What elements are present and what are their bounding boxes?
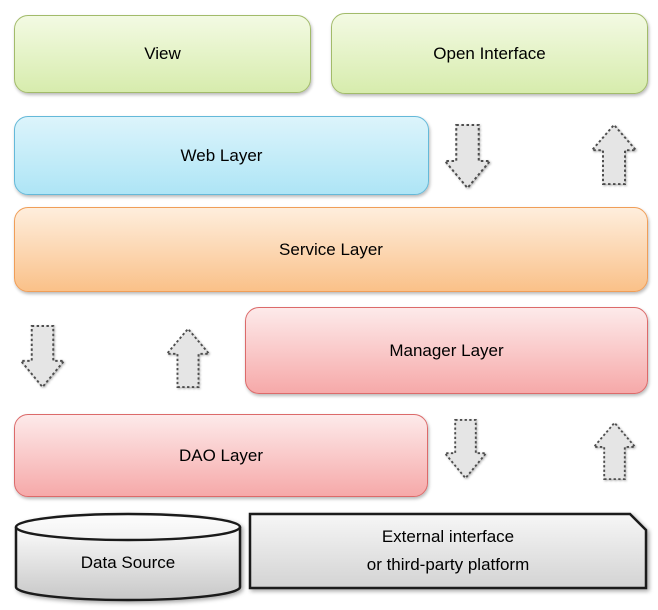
manager-layer-label: Manager Layer xyxy=(389,340,504,360)
open-interface-label: Open Interface xyxy=(433,43,546,63)
external-interface-box: External interface or third-party platfo… xyxy=(248,512,648,590)
dao-layer-box: DAO Layer xyxy=(14,414,428,497)
down-arrow-icon xyxy=(444,419,487,480)
data-source-cylinder: Data Source xyxy=(14,512,242,602)
external-interface-label: External interface or third-party platfo… xyxy=(366,527,530,574)
service-layer-box: Service Layer xyxy=(14,207,648,292)
web-layer-label: Web Layer xyxy=(180,145,263,165)
open-interface-box: Open Interface xyxy=(331,13,648,94)
up-arrow-icon xyxy=(591,123,637,185)
service-layer-label: Service Layer xyxy=(279,239,383,259)
data-source-label: Data Source xyxy=(80,553,176,572)
up-arrow-icon xyxy=(166,327,210,388)
up-arrow-icon xyxy=(593,421,636,480)
web-layer-box: Web Layer xyxy=(14,116,429,195)
down-arrow-icon xyxy=(444,124,491,190)
manager-layer-box: Manager Layer xyxy=(245,307,648,394)
dao-layer-label: DAO Layer xyxy=(178,445,264,465)
down-arrow-icon xyxy=(20,325,65,389)
view-box: View xyxy=(14,15,311,93)
view-label: View xyxy=(144,44,181,63)
